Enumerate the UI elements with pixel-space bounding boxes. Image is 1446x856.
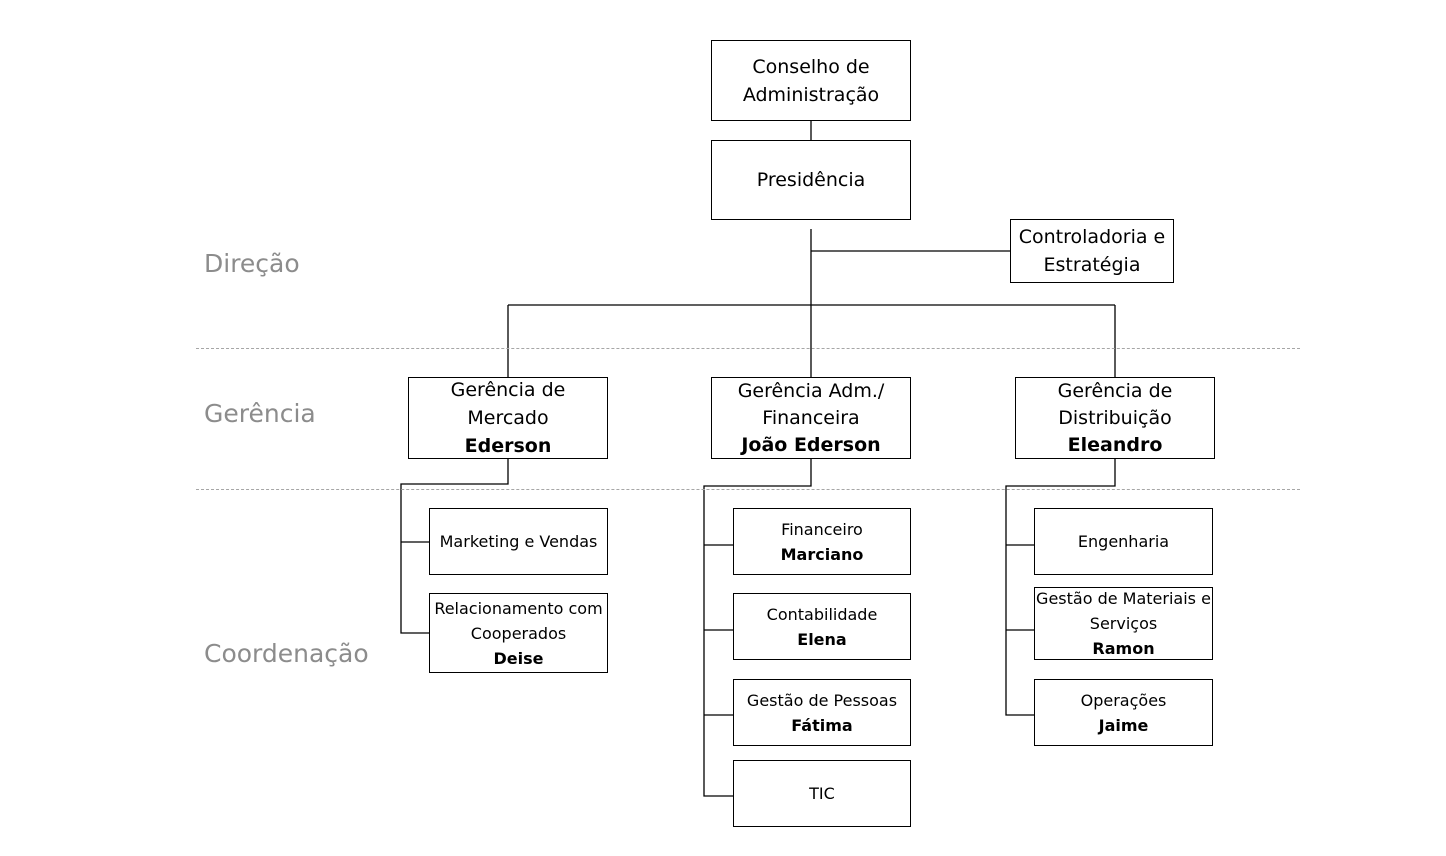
management-admin-name: João Ederson <box>741 433 881 456</box>
coord-marketing-box: Marketing e Vendas <box>429 508 608 575</box>
coord-marketing-title: Marketing e Vendas <box>439 532 598 551</box>
coord-finance-title: Financeiro <box>781 519 863 539</box>
coord-finance-name: Marciano <box>780 544 864 564</box>
presidency-title: Presidência <box>756 169 866 191</box>
level-divider-2 <box>196 489 1300 490</box>
coord-operations-box: Operações Jaime <box>1034 679 1213 746</box>
coord-operations-title: Operações <box>1080 690 1167 710</box>
coord-people-box: Gestão de Pessoas Fátima <box>733 679 911 746</box>
coord-accounting-box: Contabilidade Elena <box>733 593 911 660</box>
coord-operations-name: Jaime <box>1098 715 1149 735</box>
coord-finance-box: Financeiro Marciano <box>733 508 911 575</box>
coord-relationship-name: Deise <box>493 648 544 668</box>
level-divider-1 <box>196 348 1300 349</box>
coord-accounting-name: Elena <box>797 629 847 649</box>
management-market-name: Ederson <box>464 435 552 457</box>
level-label-coordination: Coordenação <box>204 639 369 668</box>
coord-tic-box: TIC <box>733 760 911 827</box>
management-distribution-box: Gerência de Distribuição Eleandro <box>1015 377 1215 459</box>
management-distribution-title: Gerência de Distribuição <box>1057 379 1173 429</box>
management-admin-title: Gerência Adm./ Financeira <box>737 379 885 429</box>
coord-materials-name: Ramon <box>1092 639 1155 658</box>
level-label-direction: Direção <box>204 249 300 278</box>
controllership-title: Controladoria e Estratégia <box>1018 226 1166 276</box>
board-box: Conselho de Administração <box>711 40 911 121</box>
coord-materials-title: Gestão de Materiais e Serviços <box>1036 589 1211 633</box>
coord-people-name: Fátima <box>791 715 853 735</box>
coord-engineering-title: Engenharia <box>1077 532 1170 551</box>
management-market-box: Gerência de Mercado Ederson <box>408 377 608 459</box>
presidency-box: Presidência <box>711 140 911 220</box>
coord-accounting-title: Contabilidade <box>766 604 878 624</box>
coord-relationship-title: Relacionamento com Cooperados <box>434 598 603 643</box>
management-admin-box: Gerência Adm./ Financeira João Ederson <box>711 377 911 459</box>
coord-people-title: Gestão de Pessoas <box>746 690 898 710</box>
coord-tic-title: TIC <box>809 784 835 803</box>
coord-materials-box: Gestão de Materiais e Serviços Ramon <box>1034 587 1213 660</box>
level-label-management: Gerência <box>204 399 316 428</box>
controllership-box: Controladoria e Estratégia <box>1010 219 1174 283</box>
management-market-title: Gerência de Mercado <box>450 379 566 429</box>
board-title: Conselho de Administração <box>742 55 880 106</box>
coord-engineering-box: Engenharia <box>1034 508 1213 575</box>
coord-relationship-box: Relacionamento com Cooperados Deise <box>429 593 608 673</box>
management-distribution-name: Eleandro <box>1067 433 1163 456</box>
